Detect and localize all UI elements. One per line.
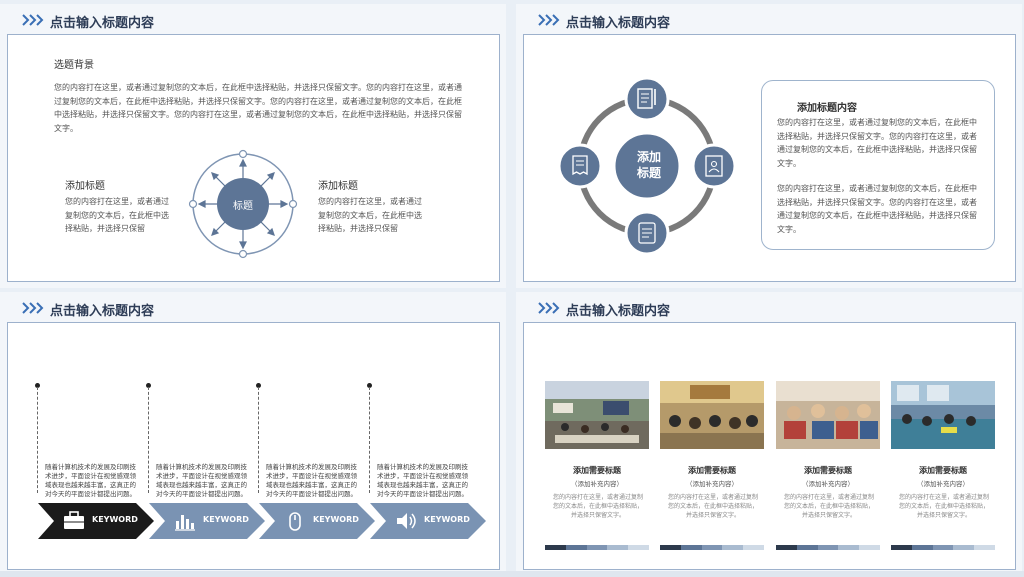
center-label-line2: 标题 [636,166,661,180]
receipt-icon [557,143,603,189]
keyword-arrow[interactable]: KEYWORD [259,503,375,539]
box-heading: 添加标题内容 [797,103,857,114]
column-text: 随着计算机技术的发展及印刷技术进步，平面设计在视觉感观领域表现也越来越丰富，这真… [45,463,136,498]
card-text: 您的内容打在这里，或者通过复制您的文本后，在此框中选择粘贴，并选择只保留文字。 [668,494,759,519]
timeline-dot [35,383,40,388]
slide-1[interactable]: 点击输入标题内容 选题背景 您的内容打在这里，或者通过复制您的文本后，在此框中选… [0,4,506,288]
content-panel: 随着计算机技术的发展及印刷技术进步，平面设计在视觉感观领域表现也越来越丰富，这真… [7,322,500,570]
speaker-icon [397,513,416,529]
chevron-right-icon [22,14,44,26]
card-heading: 添加需要标题 [688,466,736,475]
radial-diagram [188,149,298,259]
timeline-line [148,387,149,493]
bottom-strip [0,571,1024,577]
left-heading: 添加标题 [65,181,105,192]
document-edit-icon [624,76,670,122]
keyword-label: KEYWORD [313,515,359,524]
box-paragraph-1: 您的内容打在这里，或者通过复制您的文本后，在此框中选择粘贴，并选择只保留文字。您… [777,118,977,168]
photo-card: 添加需要标题 （添加补充内容） 您的内容打在这里，或者通过复制您的文本后，在此框… [891,381,995,561]
card-subheading: （添加补充内容） [802,480,854,488]
slide-header: 点击输入标题内容 [516,292,1022,322]
classroom-photo [545,381,649,449]
chevron-right-icon [22,302,44,314]
right-text: 您的内容打在这里，或者通过复制您的文本后，在此框中选择粘贴，并选择只保留 [318,197,422,233]
photo-card: 添加需要标题 （添加补充内容） 您的内容打在这里，或者通过复制您的文本后，在此框… [660,381,764,561]
column-text: 随着计算机技术的发展及印刷技术进步，平面设计在视觉感观领域表现也越来越丰富，这真… [377,463,468,498]
slide-2[interactable]: 点击输入标题内容 [516,4,1022,288]
keyword-label: KEYWORD [92,515,138,524]
keyword-label: KEYWORD [203,515,249,524]
card-text: 您的内容打在这里，或者通过复制您的文本后，在此框中选择粘贴，并选择只保留文字。 [784,494,875,519]
card-text: 您的内容打在这里，或者通过复制您的文本后，在此框中选择粘贴，并选择只保留文字。 [899,494,990,519]
timeline-column: 随着计算机技术的发展及印刷技术进步，平面设计在视觉感观领域表现也越来越丰富，这真… [35,383,138,498]
photo-card: 添加需要标题 （添加补充内容） 您的内容打在这里，或者通过复制您的文本后，在此框… [545,381,649,561]
intro-paragraph: 您的内容打在这里，或者通过复制您的文本后，在此框中选择粘贴，并选择只保留文字。您… [54,83,462,133]
briefcase-icon [64,511,84,529]
chevron-right-icon [538,14,560,26]
color-bar [660,545,764,550]
timeline-line [258,387,259,493]
card-subheading: （添加补充内容） [686,480,738,488]
keyword-arrow[interactable]: KEYWORD [149,503,265,539]
scroll-document-icon [624,210,670,256]
slide-title[interactable]: 点击输入标题内容 [50,16,155,31]
chevron-right-icon [538,302,560,314]
keyword-arrow[interactable]: KEYWORD [38,503,154,539]
slide-header: 点击输入标题内容 [0,4,506,34]
text-box: 添加标题内容 您的内容打在这里，或者通过复制您的文本后，在此框中选择粘贴，并选择… [761,80,995,250]
id-card-icon [691,143,737,189]
left-text: 您的内容打在这里，或者通过复制您的文本后，在此框中选择粘贴，并选择只保留 [65,197,169,233]
classroom-photo [776,381,880,449]
color-bar [545,545,649,550]
keyword-label: KEYWORD [424,515,470,524]
timeline-column: 随着计算机技术的发展及印刷技术进步，平面设计在视觉感观领域表现也越来越丰富，这真… [256,383,359,498]
center-label: 标题 [233,201,253,212]
card-subheading: （添加补充内容） [571,480,623,488]
cycle-diagram [557,76,737,256]
card-text: 您的内容打在这里，或者通过复制您的文本后，在此框中选择粘贴，并选择只保留文字。 [553,494,644,519]
timeline-column: 随着计算机技术的发展及印刷技术进步，平面设计在视觉感观领域表现也越来越丰富，这真… [146,383,249,498]
column-text: 随着计算机技术的发展及印刷技术进步，平面设计在视觉感观领域表现也越来越丰富，这真… [266,463,357,498]
content-panel: 添加 标题 添加标题内容 您的内容打在这里，或者通过复制您的文本后，在此框中选择… [523,34,1016,282]
timeline-line [369,387,370,493]
content-panel: 选题背景 您的内容打在这里，或者通过复制您的文本后，在此框中选择粘贴，并选择只保… [7,34,500,282]
slide-header: 点击输入标题内容 [0,292,506,322]
keyword-arrow[interactable]: KEYWORD [370,503,486,539]
box-paragraph-2: 您的内容打在这里，或者通过复制您的文本后，在此框中选择粘贴，并选择只保留文字。您… [777,184,977,234]
timeline-dot [367,383,372,388]
content-panel: 添加需要标题 （添加补充内容） 您的内容打在这里，或者通过复制您的文本后，在此框… [523,322,1016,570]
color-bar [891,545,995,550]
classroom-photo [891,381,995,449]
card-heading: 添加需要标题 [804,466,852,475]
card-subheading: （添加补充内容） [917,480,969,488]
right-heading: 添加标题 [318,181,358,192]
slide-title[interactable]: 点击输入标题内容 [566,16,671,31]
photo-card: 添加需要标题 （添加补充内容） 您的内容打在这里，或者通过复制您的文本后，在此框… [776,381,880,561]
slide-4[interactable]: 点击输入标题内容 添加需要标题 （添加补充内容） 您的内容打在这里，或者通过复制… [516,292,1022,576]
card-heading: 添加需要标题 [573,466,621,475]
timeline-dot [146,383,151,388]
slide-title[interactable]: 点击输入标题内容 [50,304,155,319]
column-text: 随着计算机技术的发展及印刷技术进步，平面设计在视觉感观领域表现也越来越丰富，这真… [156,463,247,498]
slide-header: 点击输入标题内容 [516,4,1022,34]
section-title: 选题背景 [54,60,94,71]
center-label-line1: 添加 [636,150,661,164]
timeline-column: 随着计算机技术的发展及印刷技术进步，平面设计在视觉感观领域表现也越来越丰富，这真… [367,383,470,498]
timeline-dot [256,383,261,388]
classroom-photo [660,381,764,449]
card-heading: 添加需要标题 [919,466,967,475]
color-bar [776,545,880,550]
bar-chart-icon [175,515,195,531]
mouse-icon [289,512,301,531]
timeline-line [37,387,38,493]
slide-title[interactable]: 点击输入标题内容 [566,304,671,319]
slide-3[interactable]: 点击输入标题内容 随着计算机技术的发展及印刷技术进步，平面设计在视觉感观领域表现… [0,292,506,576]
